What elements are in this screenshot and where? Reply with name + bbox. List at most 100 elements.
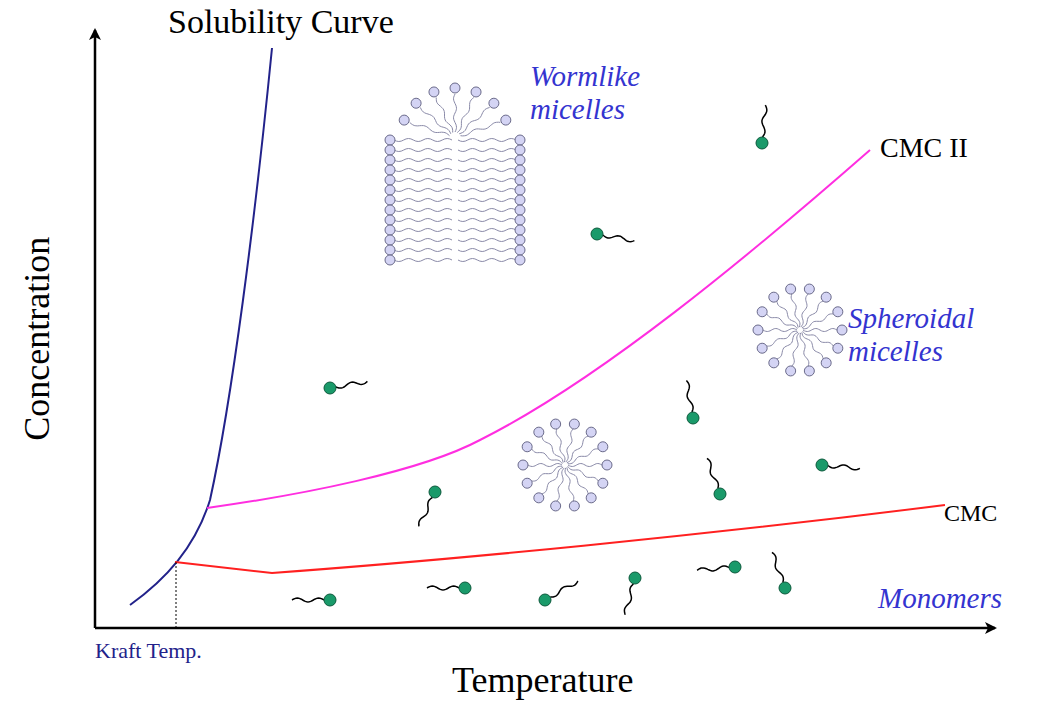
head xyxy=(837,325,847,335)
tail xyxy=(458,209,516,212)
tail xyxy=(394,169,452,172)
head xyxy=(385,255,395,265)
tail xyxy=(410,122,450,135)
tail xyxy=(458,259,516,262)
y-axis xyxy=(94,30,97,628)
tail xyxy=(458,179,516,182)
tail xyxy=(556,429,565,462)
head xyxy=(429,87,439,97)
head xyxy=(833,307,843,317)
axis-tick-label: Kraft Temp. xyxy=(95,638,202,663)
tail xyxy=(427,586,459,590)
tail xyxy=(528,464,562,467)
tail xyxy=(458,229,516,232)
head xyxy=(515,185,525,195)
head xyxy=(385,205,395,215)
head xyxy=(385,145,395,155)
tail xyxy=(394,229,452,232)
tail xyxy=(394,239,452,242)
kraft-dotted-line xyxy=(176,562,177,628)
tail xyxy=(767,331,798,346)
tail xyxy=(550,581,578,597)
tail xyxy=(394,199,452,202)
tail xyxy=(394,149,452,152)
curve-label: CMC II xyxy=(880,132,968,164)
tail xyxy=(603,235,635,242)
axis-title: Temperature xyxy=(452,660,633,701)
head xyxy=(598,478,608,488)
cmc2-curve xyxy=(207,150,870,508)
tail xyxy=(624,584,633,615)
head xyxy=(551,419,561,429)
head xyxy=(753,325,763,335)
tail xyxy=(394,219,452,222)
tail xyxy=(763,329,797,332)
head xyxy=(385,235,395,245)
head xyxy=(515,215,525,225)
head xyxy=(687,412,699,424)
tail xyxy=(394,249,452,252)
tail xyxy=(461,122,501,136)
head xyxy=(602,460,612,470)
tail xyxy=(762,105,767,137)
head xyxy=(522,442,532,452)
head xyxy=(385,135,395,145)
x-axis xyxy=(95,627,995,630)
head xyxy=(786,366,796,376)
tail xyxy=(568,449,599,464)
tail xyxy=(436,98,453,133)
head xyxy=(429,486,441,498)
tail xyxy=(458,149,516,152)
head xyxy=(515,165,525,175)
head xyxy=(385,225,395,235)
head xyxy=(385,155,395,165)
tail xyxy=(458,169,516,172)
tail xyxy=(567,436,588,463)
head xyxy=(598,442,608,452)
head xyxy=(385,185,395,195)
head xyxy=(804,366,814,376)
head xyxy=(515,175,525,185)
head xyxy=(629,572,641,584)
tail xyxy=(458,159,516,162)
head xyxy=(471,87,481,97)
tail xyxy=(697,566,729,571)
head xyxy=(450,83,460,93)
head xyxy=(591,228,603,240)
tail xyxy=(457,98,474,133)
tail xyxy=(800,333,809,366)
head xyxy=(769,292,779,302)
region-label: Spheroidal micelles xyxy=(848,302,1008,369)
tail xyxy=(803,314,834,329)
head xyxy=(757,307,767,317)
tail xyxy=(802,301,823,328)
head xyxy=(515,155,525,165)
head xyxy=(515,205,525,215)
head xyxy=(459,582,471,594)
head xyxy=(586,427,596,437)
tail xyxy=(292,598,324,602)
head xyxy=(786,284,796,294)
tail xyxy=(458,249,516,252)
head xyxy=(757,343,767,353)
head xyxy=(539,594,551,606)
tail xyxy=(532,466,563,481)
tail xyxy=(420,108,450,134)
head xyxy=(833,343,843,353)
tail xyxy=(394,189,452,192)
head xyxy=(821,358,831,368)
head xyxy=(515,235,525,245)
region-label: Monomers xyxy=(878,582,1002,615)
head xyxy=(729,561,741,573)
head xyxy=(515,195,525,205)
head xyxy=(522,478,532,488)
tail xyxy=(394,209,452,212)
head xyxy=(501,115,511,125)
tail xyxy=(336,381,368,388)
tail xyxy=(707,458,718,488)
tail xyxy=(828,465,860,470)
tail xyxy=(394,259,452,262)
axis-title: Concentration xyxy=(17,229,58,449)
head xyxy=(569,501,579,511)
tail xyxy=(777,332,798,359)
